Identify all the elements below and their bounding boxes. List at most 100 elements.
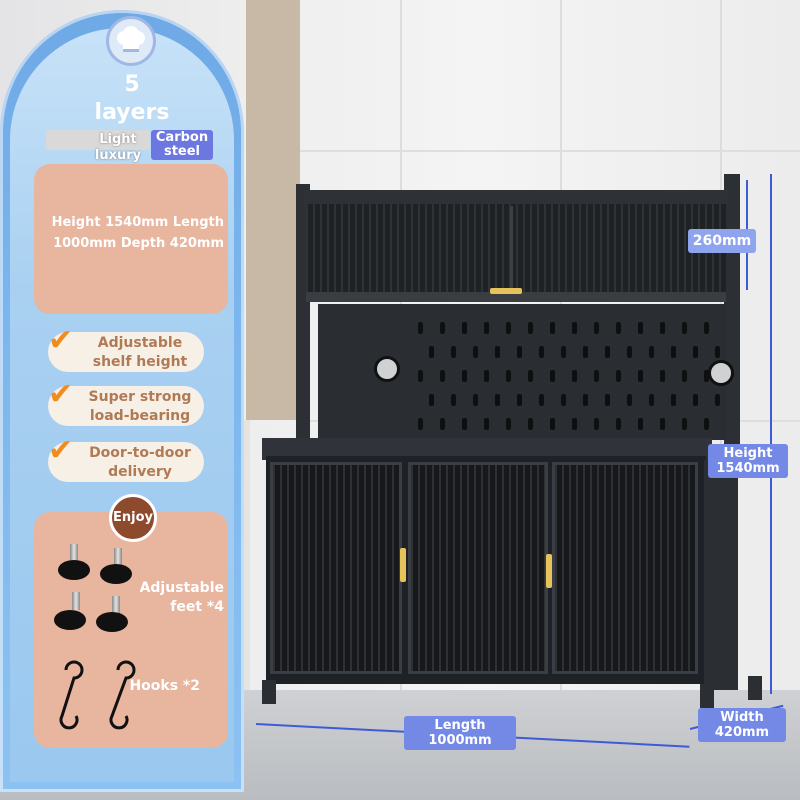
layers-count: 5 — [124, 72, 140, 97]
upper-door-rail — [306, 292, 726, 302]
cabinet-counter-top — [262, 438, 712, 460]
pegboard-slot — [605, 394, 610, 406]
hooks-label: Hooks *2 — [129, 678, 200, 694]
check-mark-icon: ✔ — [48, 377, 74, 412]
cabinet-right-post — [724, 174, 740, 464]
pegboard-slot — [638, 322, 643, 334]
pegboard-slot — [704, 322, 709, 334]
pegboard-slot — [682, 322, 687, 334]
feet-label: Adjustable feet *4 — [139, 580, 224, 615]
pegboard-slot — [572, 370, 577, 382]
check-mark-icon: ✔ — [48, 433, 74, 468]
pegboard-slot — [550, 322, 555, 334]
pegboard-slot — [682, 418, 687, 430]
pegboard-slot — [484, 322, 489, 334]
lower-door-right — [552, 462, 698, 674]
pegboard-slot — [506, 418, 511, 430]
pegboard-slot — [682, 370, 687, 382]
cabinet-upper-doors — [306, 204, 726, 292]
cabinet-top — [304, 190, 728, 206]
pegboard-slot — [506, 322, 511, 334]
pegboard-slot — [418, 418, 423, 430]
pegboard-slot — [506, 370, 511, 382]
color-swatch — [46, 130, 150, 150]
check-mark-icon: ✔ — [48, 323, 74, 358]
pegboard-slot — [693, 394, 698, 406]
pegboard-slot — [429, 346, 434, 358]
door-handle — [546, 554, 552, 588]
pegboard-slot — [473, 394, 478, 406]
pegboard-slot — [418, 370, 423, 382]
pegboard-slot — [594, 370, 599, 382]
pegboard-slot — [550, 370, 555, 382]
pegboard-slot — [418, 322, 423, 334]
feature-pill — [48, 332, 204, 372]
length-label: Length 1000mm — [404, 716, 516, 750]
pegboard-slot — [550, 418, 555, 430]
pegboard-slot — [473, 346, 478, 358]
material-label: Carbon steel — [151, 130, 213, 160]
pegboard-slot — [528, 418, 533, 430]
pegboard-slot — [495, 346, 500, 358]
pegboard-slot — [649, 346, 654, 358]
pegboard-slot — [660, 370, 665, 382]
pegboard-slot — [561, 394, 566, 406]
pegboard-slot — [605, 346, 610, 358]
pegboard-slot — [616, 418, 621, 430]
cabinet-leg — [700, 684, 714, 708]
pegboard-slot — [594, 418, 599, 430]
height-label: Height 1540mm — [708, 444, 788, 478]
pegboard-slot — [462, 418, 467, 430]
pegboard-slot — [715, 346, 720, 358]
pegboard-slot — [671, 394, 676, 406]
spec-dimensions: Height 1540mm Length 1000mm Depth 420mm — [51, 215, 224, 251]
layers-word: layers — [94, 100, 170, 125]
pegboard-slot — [440, 322, 445, 334]
adjustable-foot-icon — [50, 540, 136, 640]
dimension-line-height — [770, 174, 772, 694]
upper-door-handle — [490, 288, 522, 294]
cabinet-side-panel — [704, 460, 738, 690]
lower-door-left — [270, 462, 402, 674]
feature-pill — [48, 442, 204, 482]
pegboard-slot — [572, 322, 577, 334]
pegboard-slot — [561, 346, 566, 358]
pegboard-slot — [715, 394, 720, 406]
pegboard-slot — [583, 346, 588, 358]
upper-height-label: 260mm — [688, 229, 756, 253]
pegboard-slot — [671, 346, 676, 358]
pegboard-hole — [374, 356, 400, 382]
pegboard-slot — [594, 322, 599, 334]
pegboard-slot — [616, 370, 621, 382]
cabinet-leg — [262, 680, 276, 704]
pegboard-slot — [462, 322, 467, 334]
pegboard-slot — [627, 394, 632, 406]
accessories-card — [34, 512, 228, 748]
pegboard-slot — [660, 322, 665, 334]
pegboard-slot — [583, 394, 588, 406]
pegboard-slot — [539, 394, 544, 406]
width-label: Width 420mm — [698, 708, 786, 742]
s-hook-icon — [50, 656, 140, 730]
pegboard-slot — [649, 394, 654, 406]
pegboard-slot — [451, 394, 456, 406]
pegboard-slot — [484, 370, 489, 382]
feature-pill — [48, 386, 204, 426]
pegboard-slot — [517, 346, 522, 358]
door-handle — [400, 548, 406, 582]
chef-hat-icon — [106, 16, 156, 66]
feature-label: Adjustable shelf height — [92, 335, 188, 370]
pegboard-slot — [704, 418, 709, 430]
pegboard-slot — [440, 418, 445, 430]
pegboard-slot — [660, 418, 665, 430]
pegboard-hole — [708, 360, 734, 386]
pegboard-slots — [318, 304, 726, 440]
feature-label: Super strong load-bearing — [88, 389, 192, 424]
pegboard-slot — [704, 370, 709, 382]
pegboard-slot — [495, 394, 500, 406]
spec-card — [34, 164, 228, 314]
background-cabinet — [246, 0, 300, 420]
pegboard-slot — [572, 418, 577, 430]
pegboard-slot — [528, 322, 533, 334]
pegboard-slot — [616, 322, 621, 334]
